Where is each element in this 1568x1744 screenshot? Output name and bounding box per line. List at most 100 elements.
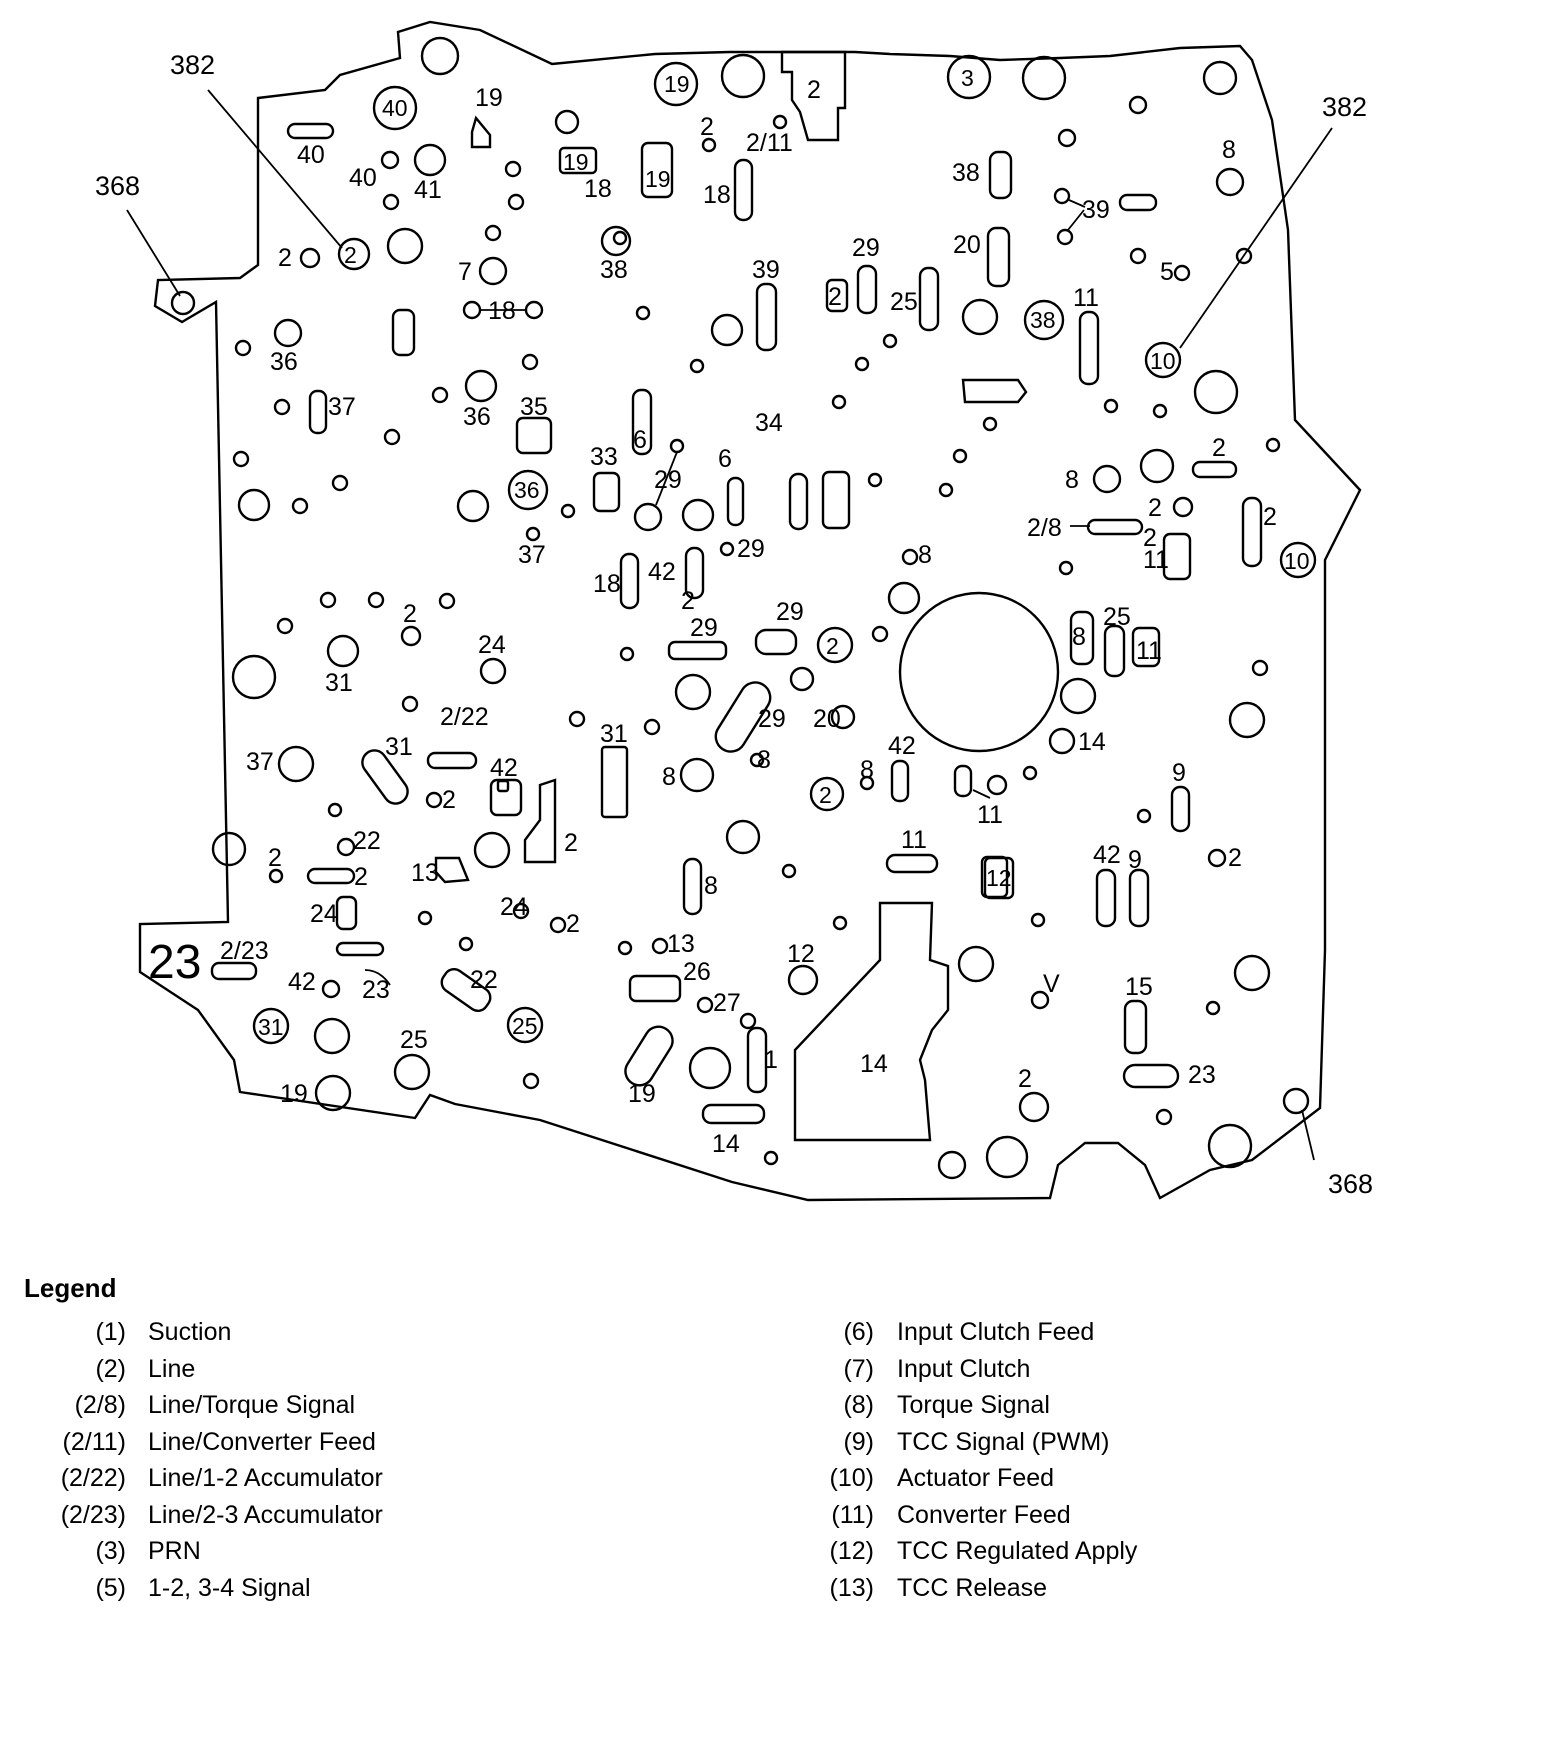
legend-desc: TCC Regulated Apply: [897, 1537, 1138, 1565]
port-label: 36: [270, 348, 298, 376]
legend-desc: TCC Signal (PWM): [897, 1427, 1110, 1456]
port-label: 42: [1093, 841, 1121, 869]
port-label: 2: [819, 782, 832, 808]
port-label: 31: [258, 1014, 284, 1040]
port-label: 8: [860, 756, 874, 784]
port-label: 41: [414, 176, 442, 204]
legend-code: (1): [95, 1318, 126, 1346]
port-label: 38: [952, 159, 980, 187]
port-label: 2: [354, 863, 368, 891]
port-label: 12: [986, 865, 1012, 891]
port-label: 8: [1072, 623, 1086, 651]
legend-code: (9): [843, 1427, 874, 1456]
legend-code: (13): [829, 1573, 874, 1602]
port-label: 18: [703, 181, 731, 209]
port-label: 2: [442, 786, 456, 814]
port-label: 18: [488, 297, 516, 325]
port-label: 31: [385, 733, 413, 761]
callout-382-right: 382: [1322, 92, 1367, 122]
port-label: 8: [704, 872, 718, 900]
port-label: 23: [1188, 1061, 1216, 1089]
port-label: 2: [1212, 434, 1226, 462]
port-label: 29: [852, 234, 880, 262]
port-label: 2: [344, 242, 357, 268]
port-label: 2: [1148, 494, 1162, 522]
port-label: 25: [512, 1013, 538, 1039]
port-label: 38: [600, 256, 628, 284]
port-label: 2/8: [1027, 514, 1062, 542]
legend-desc: Line/1-2 Accumulator: [148, 1464, 383, 1492]
port-labels: 2 19 19 40 40 40 41 2/11 18 19 18 19 2 2…: [148, 65, 1310, 1158]
legend-code: (5): [95, 1573, 126, 1602]
port-label: 14: [1078, 728, 1106, 756]
port-label: 2: [1228, 844, 1242, 872]
legend-code: (11): [831, 1500, 874, 1529]
port-label: 34: [755, 409, 783, 437]
port-label: 19: [664, 71, 690, 97]
callout-368-left: 368: [95, 171, 140, 201]
port-label: 25: [400, 1026, 428, 1054]
port-label: 24: [500, 893, 528, 921]
port-label: 2: [1143, 524, 1157, 552]
port-label: 29: [758, 705, 786, 733]
legend-code: (6): [843, 1318, 874, 1346]
port-label: 27: [713, 989, 741, 1017]
legend-desc: Suction: [148, 1318, 232, 1346]
port-label: 36: [463, 403, 491, 431]
port-label: 40: [297, 141, 325, 169]
legend-desc: TCC Release: [897, 1573, 1048, 1602]
port-label: 37: [328, 393, 356, 421]
port-label: 29: [776, 598, 804, 626]
legend-code: (7): [843, 1354, 874, 1383]
port-label: 8: [757, 746, 771, 774]
port-label: 20: [953, 231, 981, 259]
port-label: 24: [310, 900, 338, 928]
legend-code: (8): [843, 1391, 874, 1419]
port-label: 6: [633, 426, 647, 454]
port-label: 29: [737, 535, 765, 563]
port-label: 35: [520, 393, 548, 421]
port-label: 29: [654, 466, 682, 494]
legend-desc: Input Clutch Feed: [897, 1318, 1095, 1346]
port-label: 8: [1065, 466, 1079, 494]
port-label: 39: [1082, 196, 1110, 224]
port-label: 1: [764, 1046, 778, 1074]
port-label: 37: [518, 541, 546, 569]
port-label: 10: [1284, 548, 1310, 574]
port-label: 15: [1125, 973, 1153, 1001]
port-label: 8: [1222, 136, 1236, 164]
port-label: 18: [593, 570, 621, 598]
port-label: 2: [268, 844, 282, 872]
port-label: 18: [584, 175, 612, 203]
port-label: 8: [662, 763, 676, 791]
port-label: 19: [475, 84, 503, 112]
port-label: 2: [826, 633, 839, 659]
legend-desc: Actuator Feed: [897, 1464, 1055, 1492]
port-label: 19: [645, 166, 671, 192]
port-label: 31: [600, 720, 628, 748]
port-label: 11: [1073, 284, 1099, 312]
port-label: 22: [470, 966, 498, 994]
port-label: 2: [278, 244, 292, 272]
port-label: V: [1043, 970, 1060, 998]
port-label: 20: [813, 705, 841, 733]
port-label: 7: [458, 258, 472, 286]
port-label: 2/23: [220, 937, 269, 965]
legend-code: (2/8): [74, 1391, 126, 1419]
port-label: 9: [1172, 759, 1186, 787]
port-label: 11: [1136, 637, 1162, 665]
port-label: 38: [1030, 307, 1056, 333]
legend-desc: Line/Converter Feed: [148, 1427, 376, 1456]
legend-code: (12): [829, 1537, 874, 1565]
port-label: 42: [648, 558, 676, 586]
port-label: 25: [890, 288, 918, 316]
port-label: 13: [411, 859, 439, 887]
port-label: 14: [860, 1050, 888, 1078]
port-label: 31: [325, 669, 353, 697]
port-label: 14: [712, 1130, 740, 1158]
port-label: 22: [353, 827, 381, 855]
port-label: 2: [700, 113, 714, 141]
legend-desc: Torque Signal: [897, 1391, 1050, 1419]
port-label: 37: [246, 748, 274, 776]
port-label: 2: [566, 910, 580, 938]
